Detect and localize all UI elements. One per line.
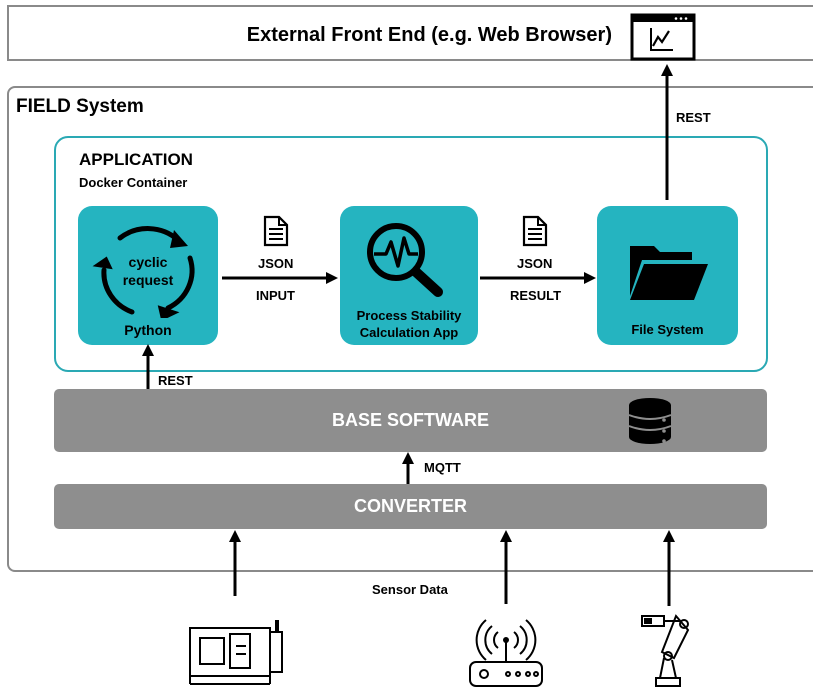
calculation-app-label-line2: Calculation App [359, 325, 459, 340]
external-front-end-title: External Front End (e.g. Web Browser) [246, 24, 612, 46]
arrow-result-top-label: JSON [517, 256, 553, 271]
arrow-rest-to-frontend [661, 64, 673, 200]
arrow-input-bottom-label: INPUT [256, 288, 295, 303]
arrow-mqtt [402, 452, 414, 484]
arrow-input-top-label: JSON [258, 256, 294, 271]
rest-label-bottom: REST [158, 373, 193, 388]
mqtt-label: MQTT [424, 460, 461, 475]
rest-label-top: REST [676, 110, 711, 125]
arrow-sensor-router [500, 530, 512, 604]
json-document-icon-result [522, 215, 548, 247]
wireless-router-icon [469, 619, 543, 687]
database-icon [628, 398, 672, 444]
calculation-app-label-line1: Process Stability [356, 308, 462, 323]
arrow-sensor-machine [229, 530, 241, 596]
json-document-icon-input [263, 215, 289, 247]
machine-tool-icon [189, 620, 283, 685]
arrow-sensor-robot [663, 530, 675, 606]
sensor-data-label: Sensor Data [372, 582, 448, 597]
base-software-label: BASE SOFTWARE [331, 410, 489, 430]
application-container [54, 136, 768, 372]
robot-arm-icon [641, 614, 690, 687]
application-title: APPLICATION [79, 150, 193, 169]
converter-label: CONVERTER [353, 496, 467, 516]
browser-chart-icon [630, 13, 696, 61]
python-inner-line2: request [122, 272, 174, 288]
arrow-result-bottom-label: RESULT [510, 288, 562, 303]
file-system-label: File System [631, 322, 704, 337]
arrow-rest-to-python [142, 344, 154, 390]
field-system-box [7, 86, 813, 572]
cycle-arrows-icon [92, 226, 195, 318]
python-label: Python [124, 322, 172, 338]
folder-icon [630, 246, 708, 300]
arrow-result [480, 272, 596, 284]
converter-bar: CONVERTER [54, 484, 767, 529]
arrow-input [222, 272, 338, 284]
application-subtitle: Docker Container [79, 175, 188, 190]
python-inner-line1: cyclic [128, 254, 168, 270]
field-system-title: FIELD System [16, 96, 144, 117]
external-front-end-box [7, 5, 813, 61]
magnifier-signal-icon [367, 223, 443, 297]
